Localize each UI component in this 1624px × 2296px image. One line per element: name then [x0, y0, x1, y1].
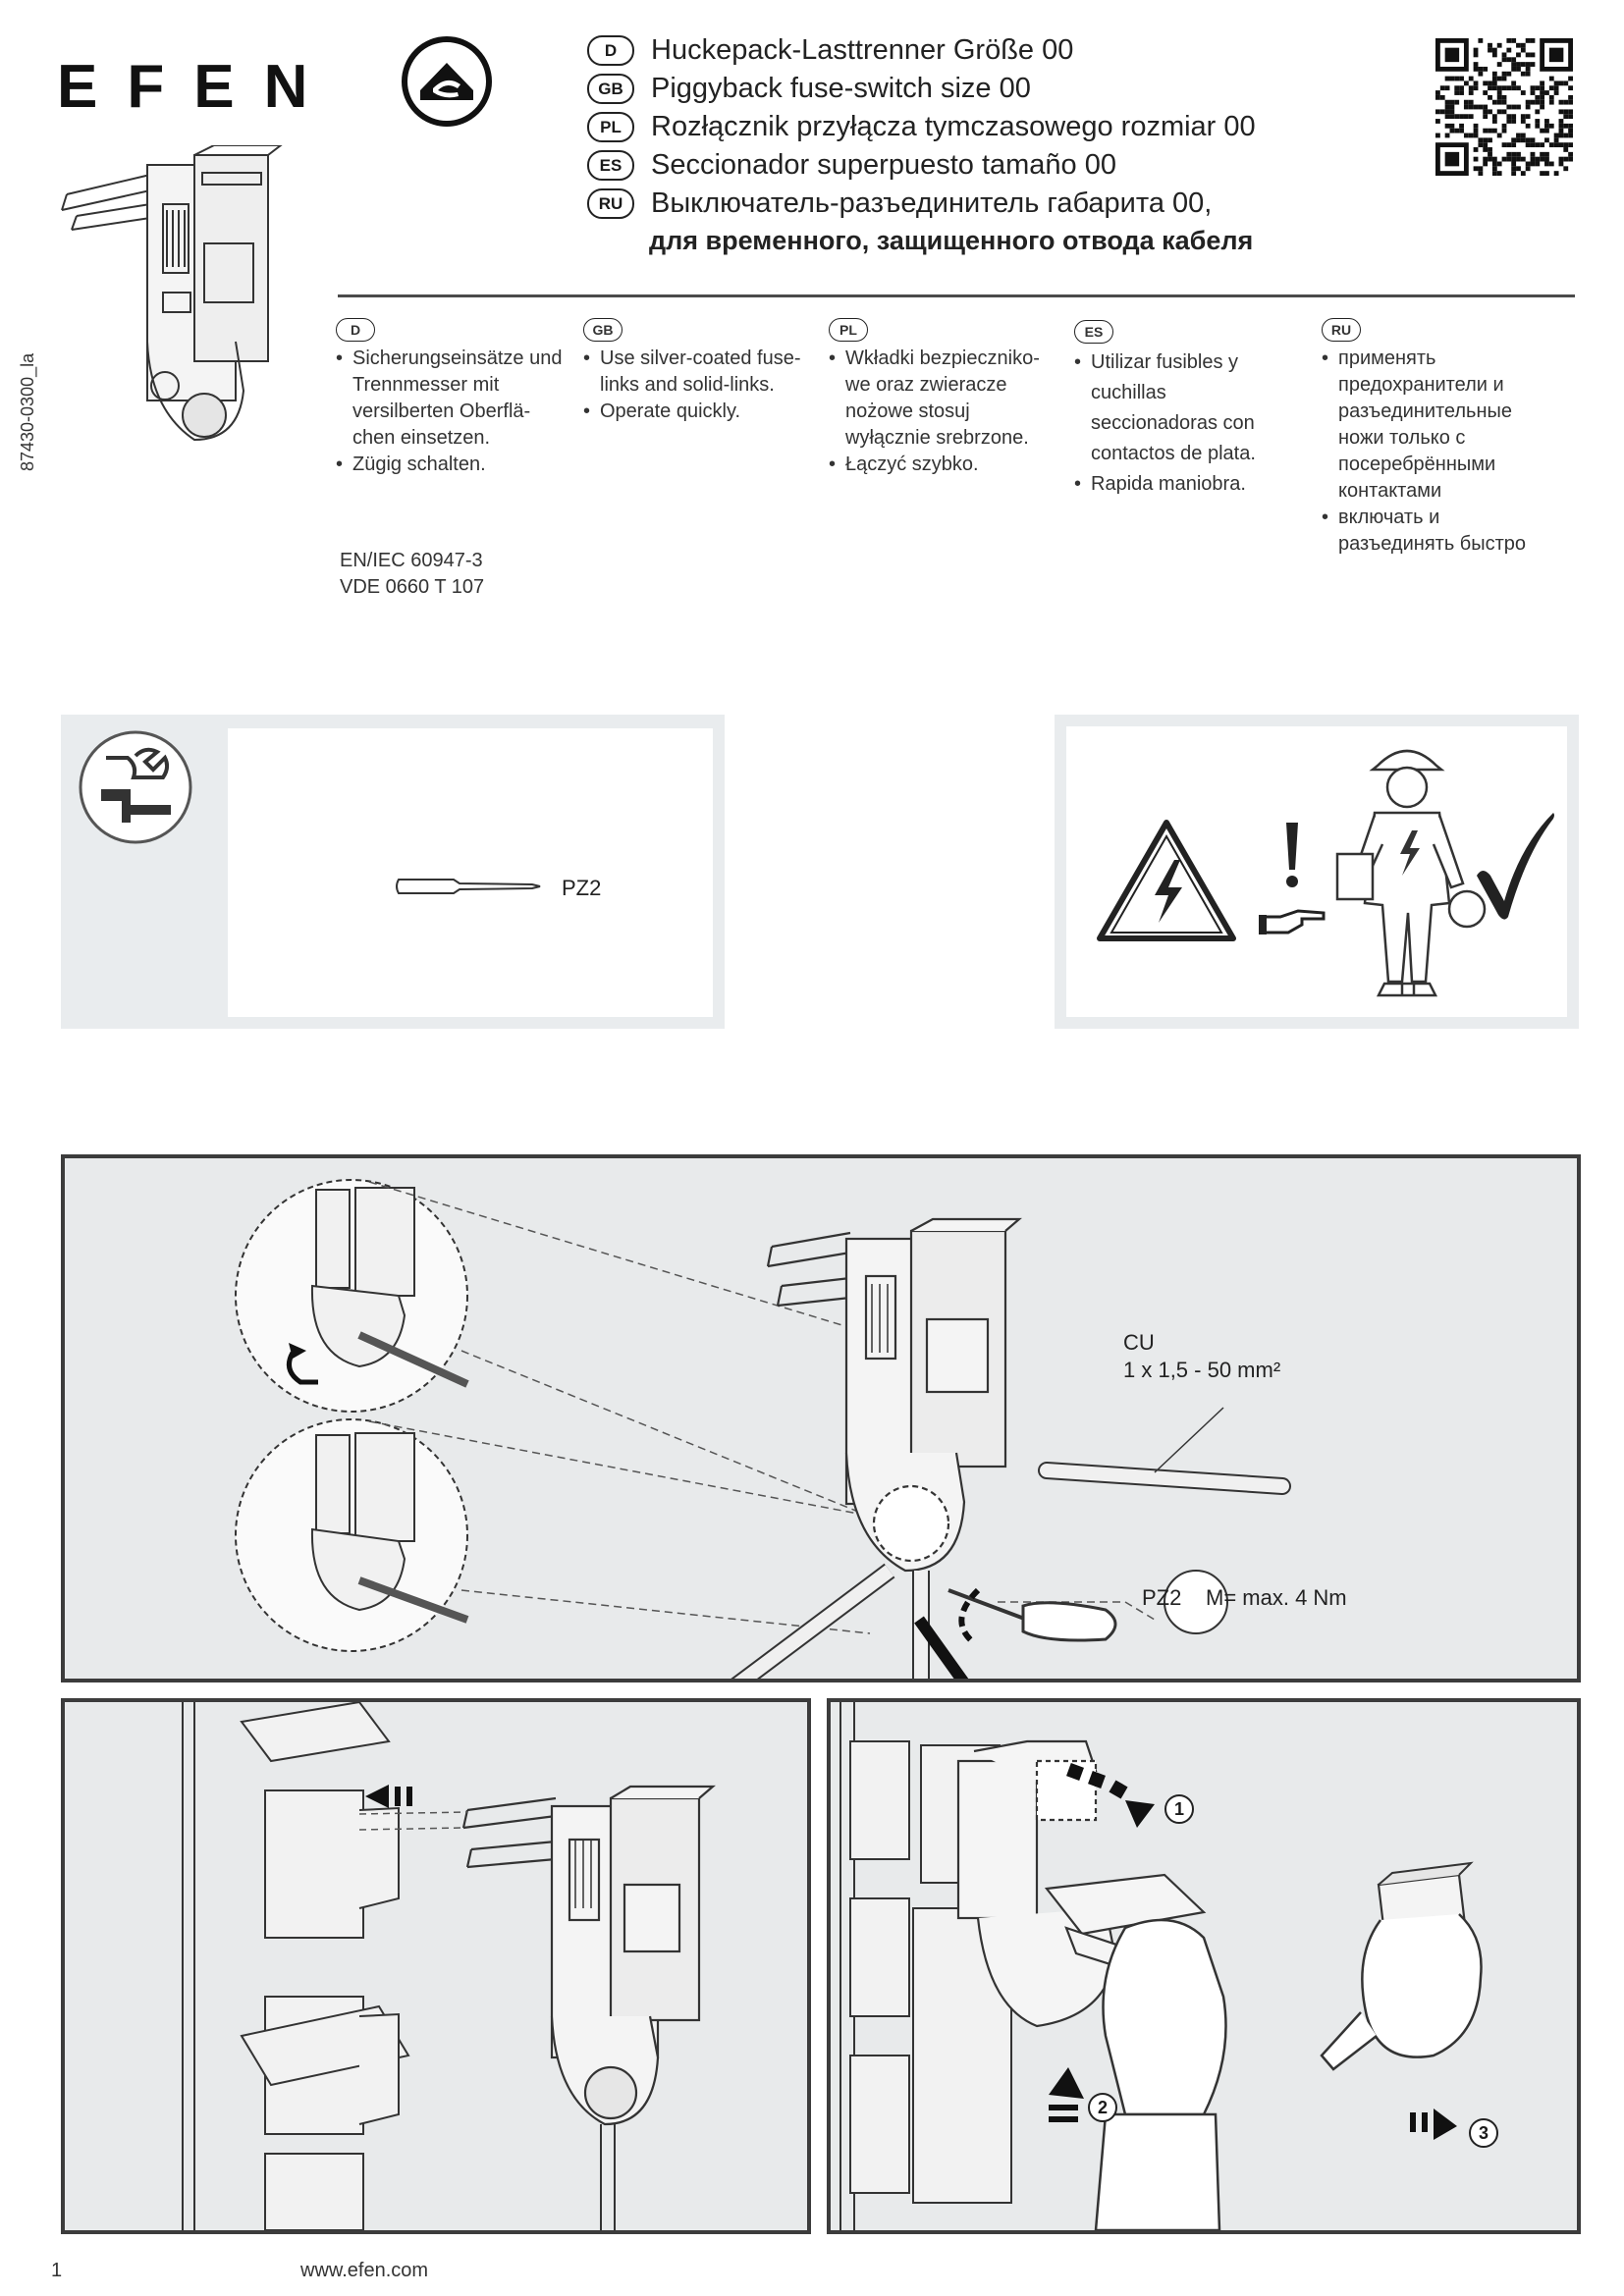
lang-badge: D: [587, 35, 634, 66]
tools-icon: [79, 730, 192, 844]
step-1-illustration: [235, 1179, 1291, 1679]
standards-block: EN/IEC 60947-3 VDE 0660 T 107: [340, 548, 484, 601]
instruction-item: Zügig schalten.: [336, 452, 567, 478]
instruction-item: Operate quickly.: [583, 399, 814, 425]
step-2-illustration: [182, 1702, 716, 2230]
title-text-continued: для временного, защищенного отвода кабел…: [649, 225, 1254, 255]
lang-badge: PL: [829, 318, 868, 342]
title-row-ru: RU Выключатель-разъединитель габарита 00…: [587, 185, 1333, 223]
instruction-item: Use silver-coated fuse-links and solid-l…: [583, 346, 814, 399]
cable-material-label: CU: [1123, 1330, 1155, 1355]
instruction-item: Sicherungseinsätze und Trennmesser mit v…: [336, 346, 567, 452]
title-text: Rozłącznik przyłącza tymczasowego rozmia…: [651, 111, 1256, 142]
instructions-ru: RU применять предохранители и разъединит…: [1322, 316, 1557, 558]
instruction-item: Rapida maniobra.: [1074, 469, 1290, 500]
instructions-es: ES Utilizar fusibles y cuchillas seccion…: [1074, 316, 1290, 500]
step-2-frame: [61, 1698, 811, 2234]
lang-badge: D: [336, 318, 375, 342]
instructions-d: D Sicherungseinsätze und Trennmesser mit…: [336, 316, 567, 478]
lang-badge: ES: [587, 150, 634, 181]
tool-label: PZ2: [562, 876, 602, 900]
instruction-item: Utilizar fusibles y cuchillas seccionado…: [1074, 347, 1290, 469]
fuse-switch-illustration: [61, 145, 283, 442]
lang-badge: RU: [587, 188, 634, 219]
instructions-pl: PL Wkładki bezpieczniko-we oraz zwieracz…: [829, 316, 1059, 478]
lang-badge: GB: [583, 318, 623, 342]
instructions-gb: GB Use silver-coated fuse-links and soli…: [583, 316, 814, 425]
website-link[interactable]: www.efen.com: [300, 2260, 429, 2281]
title-row-es: ES Seccionador superpuesto tamaño 00: [587, 146, 1333, 185]
title-row-d: D Huckepack-Lasttrenner Größe 00: [587, 31, 1333, 70]
header-divider: [338, 294, 1575, 297]
attention-pointer-icon: [1259, 823, 1326, 934]
step-marker-3: 3: [1469, 2118, 1498, 2148]
brand-logo-text: EFEN: [57, 53, 338, 121]
step-marker-1: 1: [1164, 1794, 1194, 1824]
cable-cross-section-label: 1 x 1,5 - 50 mm²: [1123, 1358, 1281, 1382]
step-marker-2: 2: [1088, 2093, 1117, 2122]
cable-spec-block: CU 1 x 1,5 - 50 mm²: [1123, 1329, 1280, 1384]
tool-panel: PZ2: [61, 715, 725, 1029]
step-3-illustration: [839, 1702, 1483, 2230]
instruction-item: Łączyć szybko.: [829, 452, 1059, 478]
instruction-item: включать и разъединять быстро: [1322, 505, 1557, 558]
document-code: 87430-0300_la: [18, 352, 37, 471]
standard-line: VDE 0660 T 107: [340, 576, 485, 598]
title-text: Seccionador superpuesto tamaño 00: [651, 149, 1116, 181]
lang-badge: RU: [1322, 318, 1361, 342]
instruction-item: применять предохранители и разъединитель…: [1322, 346, 1557, 505]
title-text: Выключатель-разъединитель габарита 00,: [651, 187, 1213, 219]
title-text: Huckepack-Lasttrenner Größe 00: [651, 34, 1074, 66]
efen-logo-icon: [402, 36, 492, 127]
tool-panel-inner: PZ2: [228, 728, 713, 1017]
torque-value-label: M= max. 4 Nm: [1206, 1585, 1347, 1610]
title-row-gb: GB Piggyback fuse-switch size 00: [587, 70, 1333, 108]
high-voltage-warning-icon: [1097, 820, 1236, 941]
title-row-ru-cont: для временного, защищенного отвода кабел…: [587, 223, 1333, 258]
torque-tool-label: PZ2: [1142, 1585, 1182, 1610]
step-3-frame: 1 2 3: [827, 1698, 1581, 2234]
step-1-frame: CU 1 x 1,5 - 50 mm² PZ2 M= max. 4 Nm: [61, 1154, 1581, 1682]
safety-panel: [1055, 715, 1579, 1029]
lang-badge: PL: [587, 112, 634, 142]
lang-badge: ES: [1074, 320, 1113, 344]
title-text: Piggyback fuse-switch size 00: [651, 73, 1031, 104]
product-titles: D Huckepack-Lasttrenner Größe 00 GB Pigg…: [587, 31, 1333, 258]
standard-line: EN/IEC 60947-3: [340, 550, 483, 571]
lang-badge: GB: [587, 74, 634, 104]
instruction-item: Wkładki bezpieczniko-we oraz zwieracze n…: [829, 346, 1059, 452]
screwdriver-icon: [396, 879, 541, 894]
title-row-pl: PL Rozłącznik przyłącza tymczasowego roz…: [587, 108, 1333, 146]
page-number: 1: [51, 2260, 63, 2281]
safety-panel-inner: [1066, 726, 1567, 1017]
qr-code-icon[interactable]: [1435, 35, 1573, 179]
electrician-figure-icon: [1335, 749, 1487, 997]
checkmark-icon: [1477, 813, 1554, 920]
